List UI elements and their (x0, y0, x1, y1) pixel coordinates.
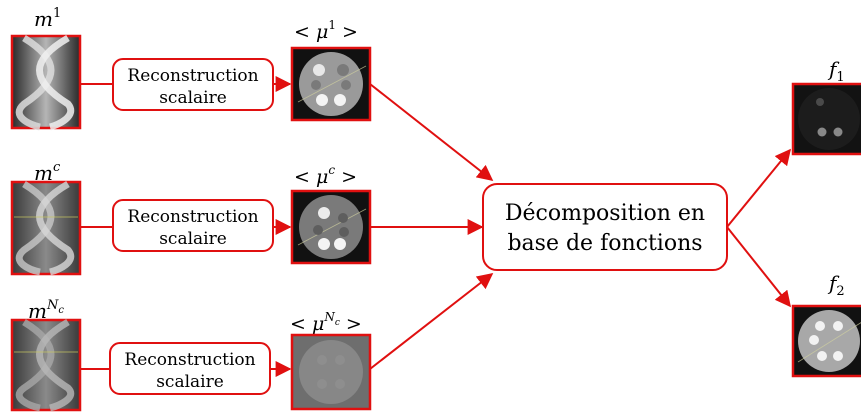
mu-label-nc: < μNc > (290, 310, 362, 335)
reconstruction-box-nc: Reconstruction scalaire (109, 342, 271, 395)
output-label-f1: f1 (827, 57, 845, 85)
svg-text:scalaire: scalaire (159, 88, 227, 108)
output-label-f2: f2 (827, 271, 845, 299)
svg-text:scalaire: scalaire (159, 229, 227, 249)
mu-image-nc (290, 333, 372, 411)
mu-image-c (290, 189, 372, 265)
reconstruction-box-1: Reconstruction scalaire (112, 58, 274, 111)
svg-text:Reconstruction: Reconstruction (127, 66, 258, 86)
arrow-mu1-decomp (369, 83, 494, 181)
sinogram-mc (10, 180, 82, 276)
mu-label-c: < μc > (294, 163, 357, 188)
svg-text:scalaire: scalaire (156, 372, 224, 392)
output-image-f1 (791, 82, 861, 156)
input-label-mc: mc (34, 160, 61, 185)
arrow-decomp-f2 (726, 226, 791, 308)
arrow-decomp-f1 (726, 148, 792, 228)
input-label-m1: m1 (34, 6, 61, 31)
sinogram-mnc (10, 318, 82, 412)
output-image-f2 (791, 304, 861, 378)
svg-text:Reconstruction: Reconstruction (124, 350, 255, 370)
reconstruction-box-c: Reconstruction scalaire (112, 199, 274, 252)
mu-label-1: < μ1 > (294, 18, 358, 43)
decomposition-box: Décomposition en base de fonctions (482, 183, 728, 271)
svg-text:base de fonctions: base de fonctions (507, 231, 702, 256)
mu-image-1 (290, 46, 372, 122)
input-label-mnc: mNc (28, 298, 64, 323)
svg-text:Décomposition en: Décomposition en (505, 201, 705, 226)
sinogram-m1 (10, 34, 82, 131)
arrow-munc-decomp (369, 273, 494, 370)
svg-text:Reconstruction: Reconstruction (127, 207, 258, 227)
